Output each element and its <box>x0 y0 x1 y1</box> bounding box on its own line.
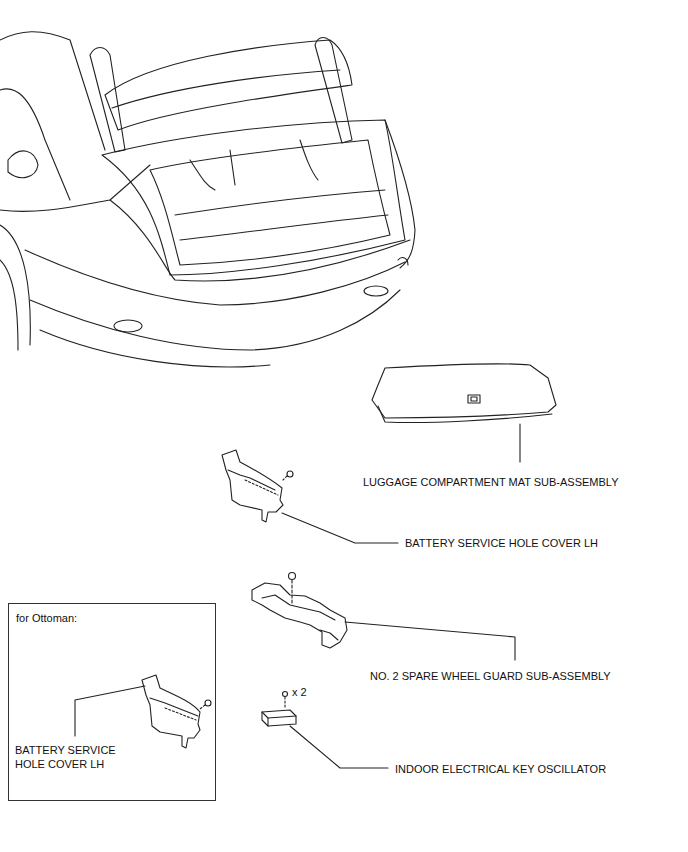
oscillator-illustration <box>262 692 388 769</box>
quantity-label: x 2 <box>291 685 308 699</box>
part-name-label: BATTERY SERVICE HOLE COVER LH <box>15 743 133 771</box>
part-name-label: INDOOR ELECTRICAL KEY OSCILLATOR <box>394 762 607 776</box>
part-name-label: BATTERY SERVICE HOLE COVER LH <box>404 536 599 550</box>
inset-box: for Ottoman: BATTERY SERVICE HOLE COVER L… <box>8 603 216 801</box>
part-name-label: NO. 2 SPARE WHEEL GUARD SUB-ASSEMBLY <box>369 669 612 683</box>
guard-illustration <box>252 573 515 661</box>
part-name-label: LUGGAGE COMPARTMENT MAT SUB-ASSEMBLY <box>362 475 620 489</box>
car-illustration <box>0 32 415 367</box>
cover-illustration <box>222 450 398 543</box>
mat-illustration <box>372 364 556 462</box>
inset-cover-illustration <box>75 675 211 748</box>
inset-heading: for Ottoman: <box>16 611 77 625</box>
